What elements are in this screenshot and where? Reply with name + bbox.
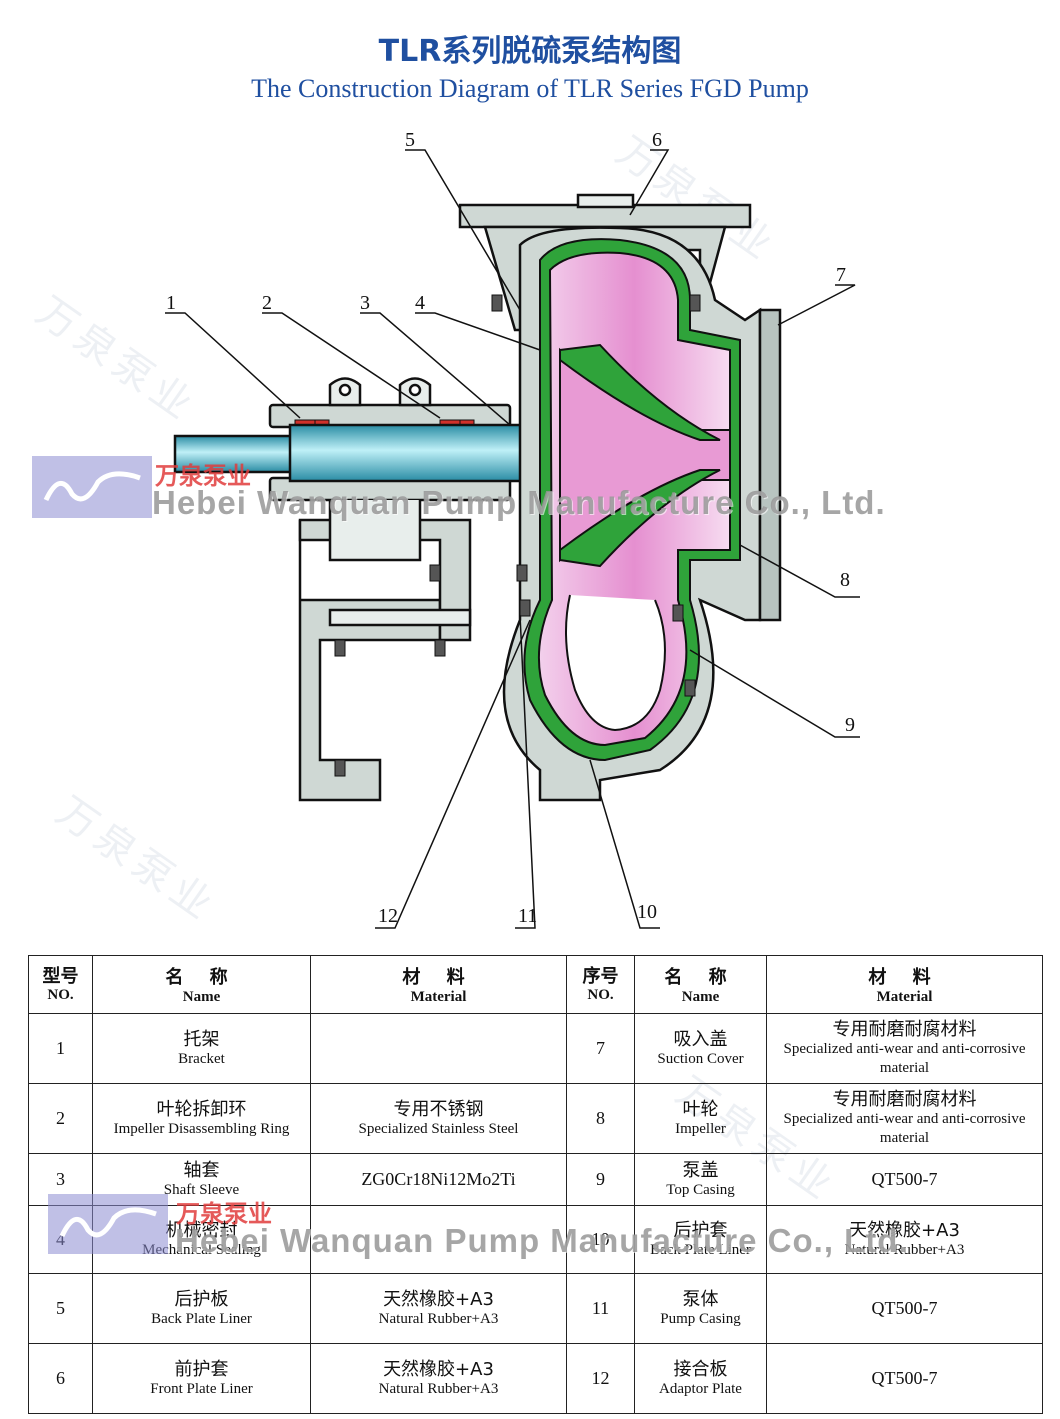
cell-material	[310, 1013, 567, 1084]
callout-11: 11	[518, 905, 537, 927]
callout-10: 10	[637, 901, 657, 923]
cell-no: 6	[28, 1343, 93, 1414]
cell-no-right: 8	[566, 1083, 635, 1154]
title-chinese: TLR系列脱硫泵结构图	[378, 34, 682, 69]
cell-no: 2	[28, 1083, 93, 1154]
cell-no: 5	[28, 1273, 93, 1344]
cell-material-right: QT500-7	[766, 1273, 1043, 1344]
cell-material-right: QT500-7	[766, 1343, 1043, 1414]
bracket	[268, 377, 512, 802]
cell-no: 1	[28, 1013, 93, 1084]
callout-1: 1	[166, 292, 176, 314]
cell-no-right: 10	[566, 1205, 635, 1274]
title-english: The Construction Diagram of TLR Series F…	[251, 74, 809, 103]
watermark-company: Hebei Wanquan Pump Manufacture Co., Ltd.	[175, 1222, 909, 1259]
cell-material-right: QT500-7	[766, 1153, 1043, 1206]
pump-construction-diagram: 1 2 3 4 5 6 7 8 9 10 11 12	[165, 129, 860, 929]
leader-lines	[165, 149, 860, 929]
callout-6: 6	[652, 129, 662, 151]
callout-9: 9	[845, 714, 855, 736]
callout-7: 7	[836, 264, 846, 286]
bolts	[334, 294, 701, 777]
cell-no-right: 11	[566, 1273, 635, 1344]
callout-2: 2	[262, 292, 272, 314]
cell-no-right: 12	[566, 1343, 635, 1414]
callout-4: 4	[415, 292, 425, 314]
wanquan-logo	[48, 1194, 168, 1254]
watermark-company: Hebei Wanquan Pump Manufacture Co., Ltd.	[152, 484, 886, 521]
callout-8: 8	[840, 569, 850, 591]
cell-material: ZG0Cr18Ni12Mo2Ti	[310, 1153, 567, 1206]
wanquan-logo	[32, 456, 152, 518]
callout-3: 3	[360, 292, 370, 314]
callout-5: 5	[405, 129, 415, 151]
watermark-brand: 万泉泵业	[176, 1200, 272, 1228]
cell-no-right: 7	[566, 1013, 635, 1084]
watermark-brand: 万泉泵业	[155, 462, 251, 490]
cell-no-right: 9	[566, 1153, 635, 1206]
callout-12: 12	[378, 905, 398, 927]
volute-liner	[523, 238, 741, 762]
